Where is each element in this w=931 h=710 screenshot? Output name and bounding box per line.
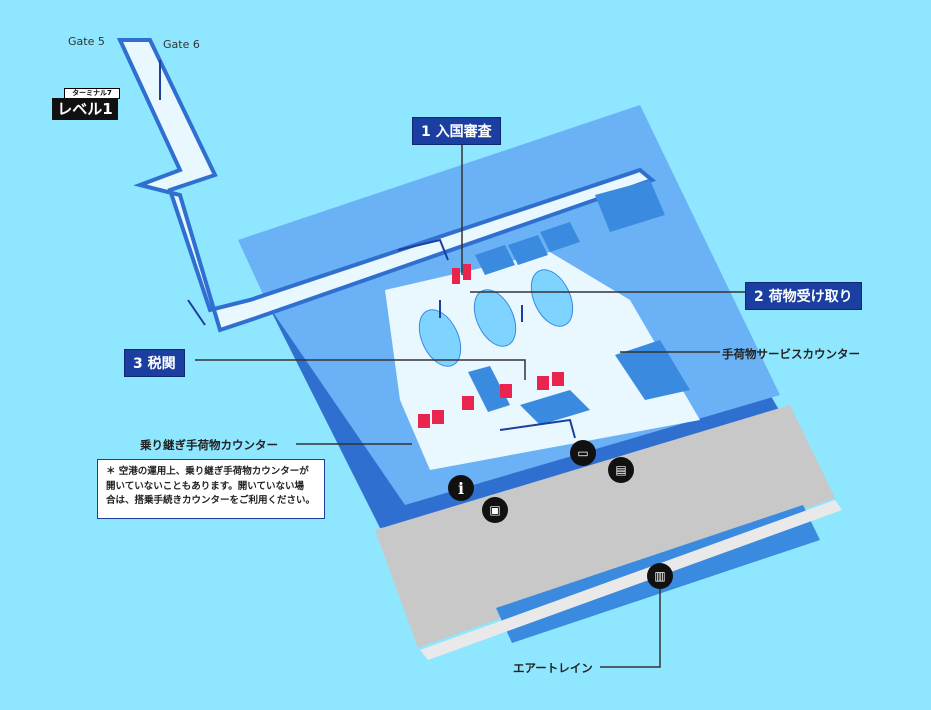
transfer-note: ＊ 空港の運用上、乗り継ぎ手荷物カウンターが 開いていないこともあります。開いて…: [97, 459, 325, 519]
baggage-carousel: [418, 309, 462, 367]
arrivals-floor: [385, 252, 700, 470]
customs-number: 3: [133, 356, 143, 372]
taxi-icon: ▣: [482, 497, 508, 523]
gate-5-label: Gate 5: [68, 35, 105, 48]
customs-booths: [418, 372, 564, 428]
road: [375, 405, 835, 648]
flow-arrows: [159, 60, 576, 439]
airtrain-icon: ▥: [647, 563, 673, 589]
note-line: 開いていないこともあります。開いていない場: [106, 480, 304, 492]
transfer-counter-label: 乗り継ぎ手荷物カウンター: [140, 438, 278, 452]
leader-lines: [195, 140, 745, 668]
baggage-claim-badge: 2 荷物受け取り: [745, 282, 862, 310]
immigration-booths: [452, 264, 471, 284]
level-indicator: ターミナル7 レベル1: [52, 88, 120, 121]
baggage-carousel: [473, 289, 517, 347]
note-line: ＊ 空港の運用上、乗り継ぎ手荷物カウンターが: [106, 466, 309, 477]
customs-text: 税関: [147, 356, 176, 372]
immigration-text: 入国審査: [435, 124, 492, 140]
baggage-service-label: 手荷物サービスカウンター: [722, 347, 860, 361]
immigration-badge: 1 入国審査: [412, 117, 501, 145]
immigration-number: 1: [421, 124, 431, 140]
information-icon: i: [448, 475, 474, 501]
gate-6-label: Gate 6: [163, 38, 200, 51]
block: [475, 245, 515, 275]
hotel-shuttle-icon: ▭: [570, 440, 596, 466]
block: [615, 340, 690, 400]
gate-corridor: [116, 38, 656, 333]
bus-icon: ▤: [608, 457, 634, 483]
block: [595, 180, 665, 232]
block: [520, 390, 590, 425]
baggage-claim-number: 2: [754, 289, 764, 305]
customs-badge: 3 税関: [124, 349, 185, 377]
block: [508, 235, 548, 265]
airtrain-label: エアートレイン: [513, 661, 593, 675]
level-label: レベル1: [52, 98, 118, 120]
note-line: 合は、搭乗手続きカウンターをご利用ください。: [106, 495, 316, 506]
airtrain-track: [420, 500, 842, 660]
baggage-carousel: [530, 269, 574, 327]
block: [468, 366, 510, 412]
baggage-claim-text: 荷物受け取り: [768, 289, 853, 305]
block: [540, 222, 580, 252]
